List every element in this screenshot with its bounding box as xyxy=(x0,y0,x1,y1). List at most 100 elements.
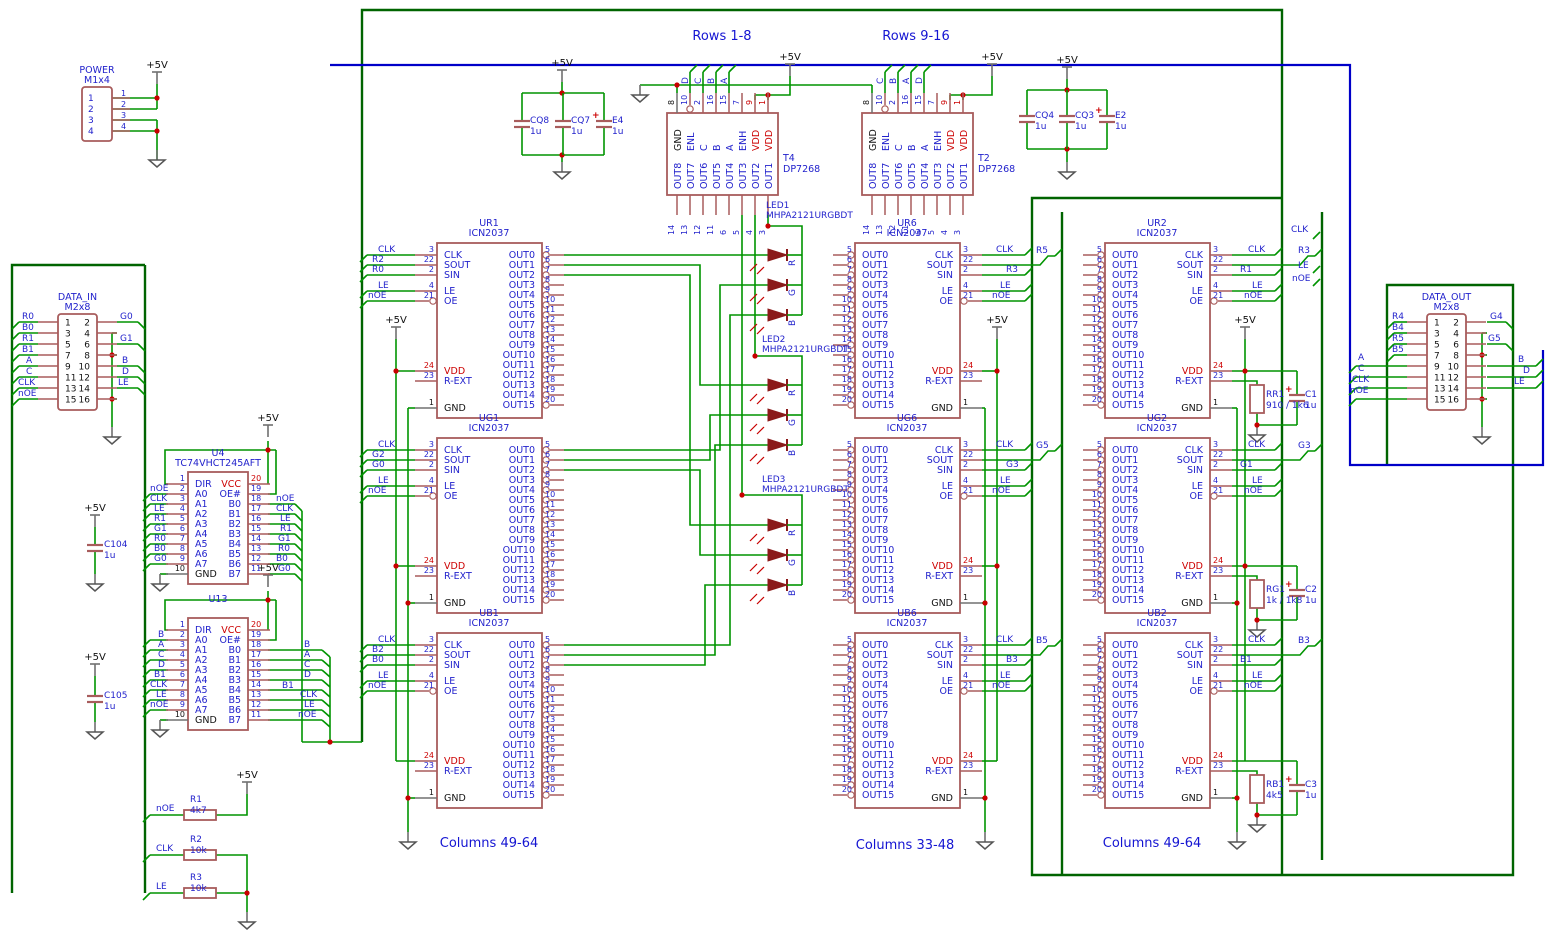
net-label-CLK[interactable]: CLK xyxy=(996,635,1014,645)
net-label-LE[interactable]: LE xyxy=(1252,281,1263,291)
net-label-G1[interactable]: G1 xyxy=(1240,460,1253,470)
net-label-CLK[interactable]: CLK xyxy=(996,440,1014,450)
net-label-A[interactable]: A xyxy=(902,77,912,84)
net-label-C[interactable]: C xyxy=(26,367,32,377)
net-label-nOE[interactable]: nOE xyxy=(992,291,1011,301)
net-label-B1[interactable]: B1 xyxy=(22,345,34,355)
net-label-A[interactable]: A xyxy=(158,640,165,650)
net-label-G5[interactable]: G5 xyxy=(1488,334,1501,344)
net-label-nOE[interactable]: nOE xyxy=(18,389,37,399)
net-label-nOE[interactable]: nOE xyxy=(1244,681,1263,691)
net-label-A[interactable]: A xyxy=(720,77,730,84)
net-label-B1[interactable]: B1 xyxy=(282,681,294,691)
net-label-B1[interactable]: B1 xyxy=(154,670,166,680)
net-label-G1[interactable]: G1 xyxy=(278,534,291,544)
net-label-nOE[interactable]: nOE xyxy=(368,486,387,496)
net-label-CLK[interactable]: CLK xyxy=(1248,635,1266,645)
ic-UB1[interactable]: UB1ICN20373CLK22SOUT2SIN4LE21OE24VDD23R-… xyxy=(415,608,564,809)
net-label-D[interactable]: D xyxy=(915,77,925,84)
net-label-R3[interactable]: R3 xyxy=(1298,246,1310,256)
net-label-B[interactable]: B xyxy=(158,630,164,640)
net-label-B0[interactable]: B0 xyxy=(154,544,166,554)
net-label-B3[interactable]: B3 xyxy=(1298,636,1310,646)
net-label-A[interactable]: A xyxy=(304,650,311,660)
net-label-R0[interactable]: R0 xyxy=(278,544,290,554)
net-label-G0[interactable]: G0 xyxy=(120,312,133,322)
net-label-CLK[interactable]: CLK xyxy=(1248,440,1266,450)
net-label-A[interactable]: A xyxy=(1358,353,1365,363)
net-label-B5[interactable]: B5 xyxy=(1036,636,1048,646)
net-label-CLK[interactable]: CLK xyxy=(150,680,168,690)
net-label-B0[interactable]: B0 xyxy=(372,655,384,665)
net-label-CLK[interactable]: CLK xyxy=(18,378,36,388)
net-label-R1[interactable]: R1 xyxy=(154,514,166,524)
net-label-G0[interactable]: G0 xyxy=(278,564,291,574)
net-label-LE[interactable]: LE xyxy=(1252,476,1263,486)
net-label-LE[interactable]: LE xyxy=(1514,377,1525,387)
net-label-R0[interactable]: R0 xyxy=(154,534,166,544)
ic-UR1[interactable]: UR1ICN20373CLK22SOUT2SIN4LE21OE24VDD23R-… xyxy=(415,218,564,419)
net-label-LE[interactable]: LE xyxy=(378,281,389,291)
net-label-LE[interactable]: LE xyxy=(1000,476,1011,486)
net-label-nOE[interactable]: nOE xyxy=(368,291,387,301)
net-label-LE[interactable]: LE xyxy=(154,504,165,514)
net-label-G0[interactable]: G0 xyxy=(372,460,385,470)
net-label-R3[interactable]: R3 xyxy=(1006,265,1018,275)
net-label-R4[interactable]: R4 xyxy=(1392,312,1404,322)
net-label-nOE[interactable]: nOE xyxy=(1292,274,1311,284)
net-label-LE[interactable]: LE xyxy=(1000,281,1011,291)
net-label-B[interactable]: B xyxy=(707,78,717,84)
net-label-LE[interactable]: LE xyxy=(1252,671,1263,681)
net-label-nOE[interactable]: nOE xyxy=(156,804,175,814)
net-label-CLK[interactable]: CLK xyxy=(996,245,1014,255)
net-label-LE[interactable]: LE xyxy=(1298,261,1309,271)
net-label-nOE[interactable]: nOE xyxy=(1244,291,1263,301)
net-label-LE[interactable]: LE xyxy=(378,476,389,486)
net-label-G2[interactable]: G2 xyxy=(372,450,385,460)
net-label-B[interactable]: B xyxy=(122,356,128,366)
net-label-CLK[interactable]: CLK xyxy=(300,690,318,700)
ic-UG1[interactable]: UG1ICN20373CLK22SOUT2SIN4LE21OE24VDD23R-… xyxy=(415,413,564,614)
ic-T4[interactable]: T4DP72688GND10ENL2C16B15A7ENH9VDD1VDD14O… xyxy=(666,93,820,235)
net-label-CLK[interactable]: CLK xyxy=(1248,245,1266,255)
net-label-CLK[interactable]: CLK xyxy=(1352,375,1370,385)
net-label-R1[interactable]: R1 xyxy=(1240,265,1252,275)
net-label-D[interactable]: D xyxy=(681,77,691,84)
net-label-R5[interactable]: R5 xyxy=(1036,246,1048,256)
net-label-nOE[interactable]: nOE xyxy=(150,700,169,710)
net-label-G5[interactable]: G5 xyxy=(1036,441,1049,451)
net-label-LE[interactable]: LE xyxy=(156,690,167,700)
net-label-B0[interactable]: B0 xyxy=(276,554,288,564)
net-label-CLK[interactable]: CLK xyxy=(378,440,396,450)
net-label-G3[interactable]: G3 xyxy=(1298,441,1311,451)
net-label-B[interactable]: B xyxy=(889,78,899,84)
ic-U13[interactable]: U131DIR2A03A14A25A36A47A58A69A710GND20VC… xyxy=(166,594,270,731)
net-label-R0[interactable]: R0 xyxy=(22,312,34,322)
net-label-D[interactable]: D xyxy=(304,670,311,680)
